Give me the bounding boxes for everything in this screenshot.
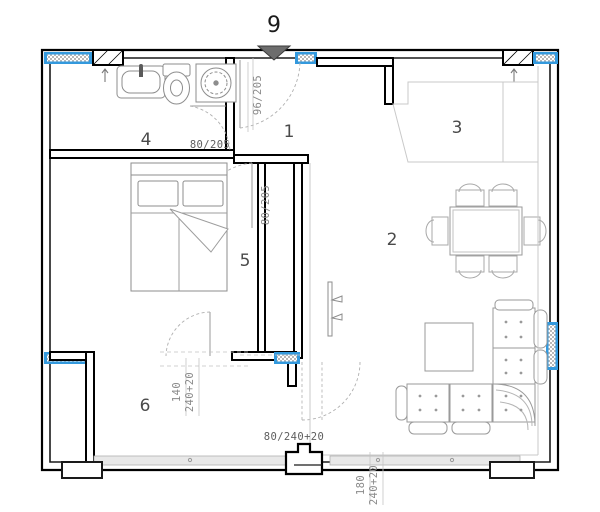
living-room-floor-outline [302, 66, 539, 456]
sectional-sofa [395, 299, 548, 435]
ventilation-symbol-bathroom [92, 49, 124, 82]
room-label-3: 3 [452, 118, 463, 138]
dim-bed-door: 80/205 [260, 185, 272, 225]
coffee-table [424, 322, 474, 372]
ventilation-symbol-kitchen [502, 49, 534, 82]
dining-table-six-chairs [425, 183, 547, 279]
door-terrace[interactable] [301, 361, 361, 421]
section-marker[interactable]: 9 [256, 13, 292, 61]
dim-rail-height: 180 [355, 475, 367, 495]
dim-window-sill: 240+20 [184, 372, 196, 412]
window-living[interactable] [546, 322, 558, 370]
section-arrow-down-icon [256, 45, 292, 61]
dimension-labels: 96/205 80/205 80/205 140 240+20 80/240+2… [171, 75, 380, 505]
window-kitchen[interactable] [533, 52, 558, 64]
section-marker-label: 9 [267, 13, 281, 38]
dim-rail-sill: 240+20 [368, 465, 380, 505]
double-bed [130, 162, 229, 292]
bathroom-sink [116, 64, 166, 99]
dim-entry-door: 96/205 [252, 75, 264, 115]
window-bedroom[interactable] [274, 352, 300, 364]
dim-terrace-door: 80/240+20 [264, 431, 325, 443]
toilet [162, 63, 191, 105]
door-bathroom[interactable] [189, 105, 231, 153]
room-label-4: 4 [141, 130, 152, 150]
kitchen-counter [392, 81, 539, 163]
door-bedroom-lower[interactable] [165, 311, 211, 357]
room-label-2: 2 [387, 230, 398, 250]
interior-walls [49, 57, 394, 465]
window-hall[interactable] [295, 52, 317, 64]
room-label-1: 1 [284, 122, 295, 142]
dim-bath-door: 80/205 [190, 139, 230, 151]
room-label-5: 5 [240, 251, 251, 271]
washing-machine [195, 63, 237, 103]
dim-window-height: 140 [171, 382, 183, 402]
terrace-railing [61, 442, 535, 479]
dimension-guides [160, 58, 384, 505]
room-label-6: 6 [140, 396, 151, 416]
wall-mounted-tv [327, 281, 343, 337]
room-numbers: 1 2 3 4 5 6 [140, 118, 463, 416]
window-bathroom[interactable] [44, 52, 92, 64]
door-entry[interactable] [239, 60, 301, 129]
